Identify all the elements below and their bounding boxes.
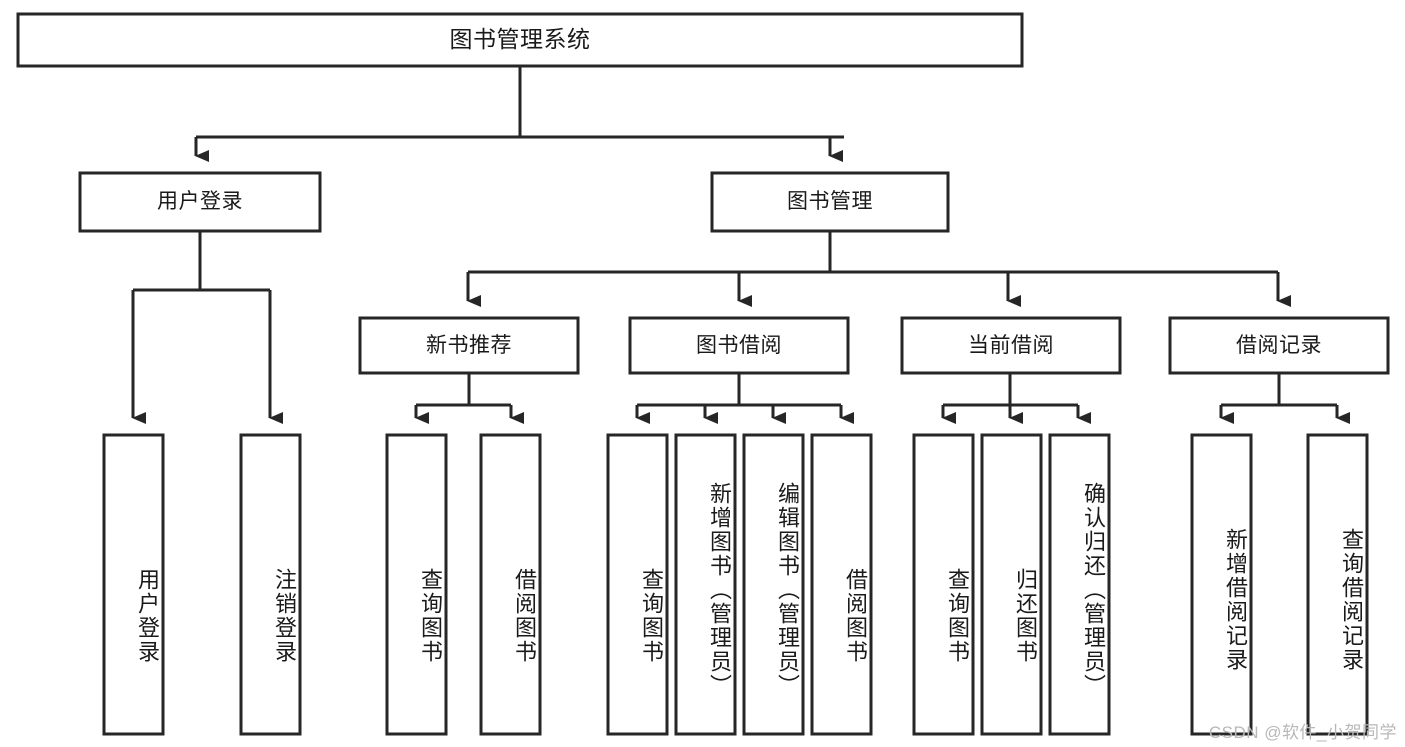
node-box-new-book-recommend[interactable] [358,316,580,375]
node-box-borrow-record[interactable] [1168,316,1390,375]
node-box-leaf-query-book-1[interactable] [385,433,448,736]
node-box-leaf-borrow-book-1[interactable] [479,433,542,736]
connector-current-borrow-to-leaves [941,373,1091,424]
node-box-book-management[interactable] [710,171,950,233]
node-box-current-borrow[interactable] [900,316,1122,375]
node-box-leaf-user-logout[interactable] [239,433,302,736]
node-box-user-login[interactable] [78,171,322,233]
node-box-leaf-query-book-3[interactable] [912,433,975,736]
node-box-leaf-confirm-return[interactable] [1048,433,1111,736]
node-box-leaf-borrow-book-2[interactable] [810,433,873,736]
node-box-root[interactable] [16,12,1024,68]
node-box-leaf-return-book[interactable] [980,433,1043,736]
connector-root-to-level1 [194,66,844,162]
connector-book-borrow-to-leaves [635,373,854,424]
node-box-book-borrow[interactable] [628,316,850,375]
node-box-leaf-edit-book[interactable] [742,433,805,736]
node-box-leaf-query-record[interactable] [1306,433,1369,736]
node-box-leaf-add-record[interactable] [1190,433,1253,736]
node-box-leaf-user-login[interactable] [102,433,165,736]
connector-book-management-to-level2 [466,231,1291,307]
connector-user-login-to-leaves [131,231,283,424]
node-box-leaf-add-book[interactable] [674,433,737,736]
connector-new-book-recommend-to-leaves [414,373,524,424]
connector-borrow-record-to-leaves [1219,373,1350,424]
node-box-leaf-query-book-2[interactable] [606,433,669,736]
